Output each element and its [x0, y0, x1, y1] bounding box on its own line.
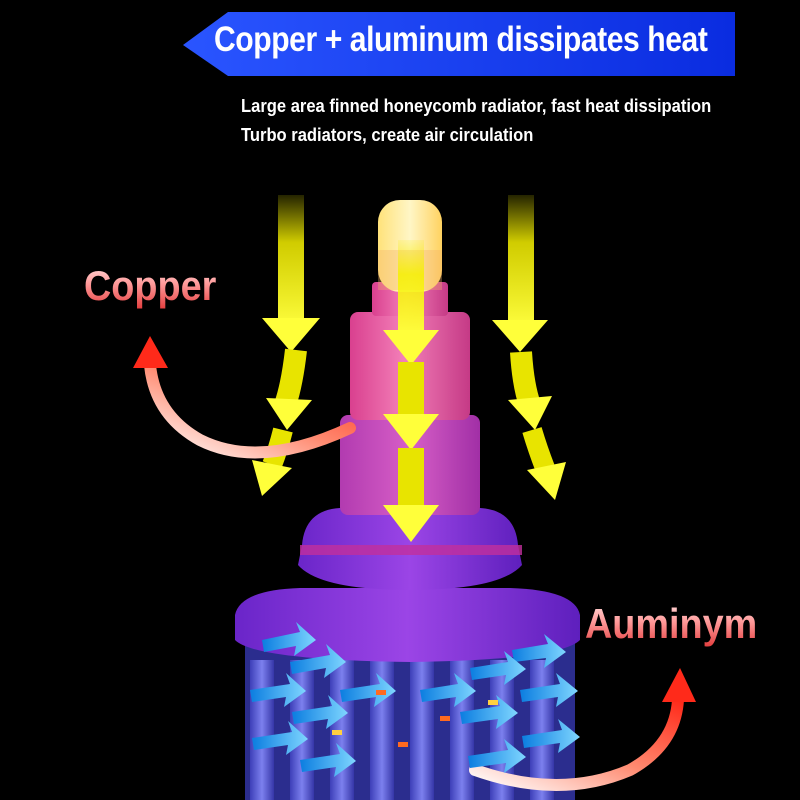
- description-line-2: Turbo radiators, create air circulation: [241, 125, 534, 145]
- cooling-arrow-icon: [420, 673, 476, 707]
- curved-arrow-icon: [133, 336, 356, 459]
- bulb-collar: [235, 588, 580, 662]
- cooling-arrow-icon: [262, 622, 316, 656]
- cooling-arrow-icon: [290, 644, 346, 678]
- down-arrow-icon: [492, 195, 548, 352]
- cooling-arrow-icon: [300, 743, 356, 777]
- banner-title: Copper + aluminum dissipates heat: [214, 20, 708, 59]
- title-banner: Copper + aluminum dissipates heat: [0, 0, 800, 90]
- cooling-arrow-icon: [470, 651, 526, 685]
- description-line-1: Large area finned honeycomb radiator, fa…: [241, 96, 712, 116]
- cooling-arrow-icon: [522, 719, 580, 753]
- down-arrow-icon: [262, 195, 320, 352]
- down-arrow-icon: [266, 348, 312, 430]
- cooling-arrow-icon: [340, 673, 396, 707]
- cooling-arrows-left: [250, 622, 396, 777]
- heat-flecks: [332, 690, 498, 747]
- down-arrow-icon: [522, 427, 566, 500]
- copper-label: Copper: [84, 262, 217, 309]
- curved-arrow-icon: [469, 668, 696, 791]
- down-arrow-icon: [252, 427, 293, 496]
- cooling-arrows-right: [420, 634, 580, 773]
- cooling-arrow-icon: [250, 673, 306, 707]
- airflow-arrows: [252, 195, 566, 542]
- cooling-arrow-icon: [292, 695, 348, 729]
- banner-arrow: [183, 12, 735, 76]
- aluminum-label: Auminym: [585, 600, 758, 647]
- cooling-arrow-icon: [252, 721, 308, 755]
- cooling-arrow-icon: [468, 739, 526, 773]
- cooling-arrow-icon: [460, 695, 518, 729]
- cooling-arrow-icon: [520, 673, 578, 707]
- down-arrow-icon: [383, 448, 439, 542]
- down-arrow-icon: [508, 351, 552, 430]
- down-arrow-icon: [383, 240, 439, 365]
- down-arrow-icon: [383, 362, 439, 450]
- cooling-arrow-icon: [512, 634, 566, 668]
